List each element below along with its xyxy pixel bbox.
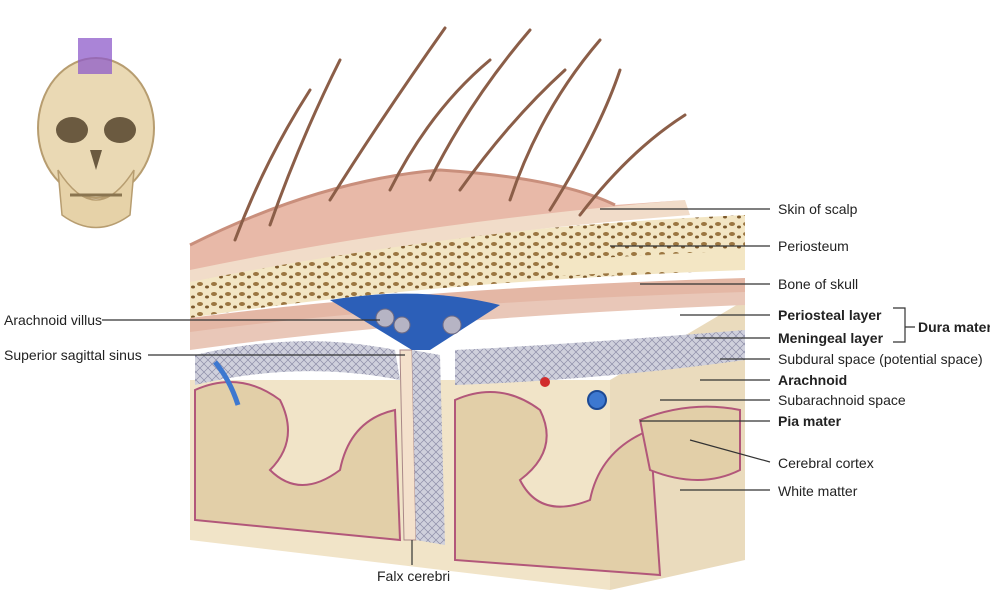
label-skin-of-scalp: Skin of scalp <box>778 201 858 217</box>
hairs <box>233 26 687 242</box>
label-meningeal-layer: Meningeal layer <box>778 330 884 346</box>
label-periosteal-layer: Periosteal layer <box>778 307 882 323</box>
skull-thumbnail <box>37 38 155 229</box>
label-bone-of-skull: Bone of skull <box>778 276 859 292</box>
label-arachnoid-villus: Arachnoid villus <box>4 312 103 328</box>
leader-lines <box>102 208 915 565</box>
label-pia-mater: Pia mater <box>778 413 842 429</box>
arachnoid-villi <box>375 308 462 335</box>
label-white-matter: White matter <box>778 483 858 499</box>
label-subdural-space: Subdural space (potential space) <box>778 351 983 367</box>
label-cerebral-cortex: Cerebral cortex <box>778 455 874 471</box>
label-subarachnoid-space: Subarachnoid space <box>778 392 906 408</box>
label-arachnoid: Arachnoid <box>778 372 848 388</box>
label-falx-cerebri: Falx cerebri <box>377 568 451 584</box>
highlight-region <box>78 38 112 74</box>
label-dura-mater: Dura mater <box>918 319 990 335</box>
label-periosteum: Periosteum <box>778 238 849 254</box>
tissue-block <box>189 168 745 590</box>
label-superior-sagittal-sinus: Superior sagittal sinus <box>4 347 142 363</box>
